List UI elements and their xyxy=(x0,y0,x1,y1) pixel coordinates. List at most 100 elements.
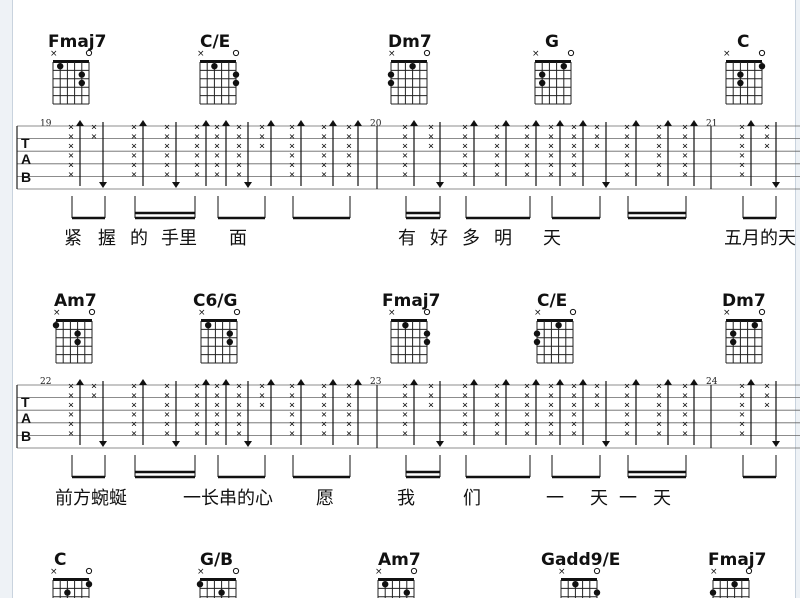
strum-x: × xyxy=(656,151,662,162)
strum-x: × xyxy=(462,391,468,402)
chord-nut xyxy=(200,60,236,63)
chord-diagram-c6-g: × xyxy=(198,308,241,364)
measure-number: 21 xyxy=(706,119,717,129)
strum-x: × xyxy=(402,141,408,152)
chord-finger-dot xyxy=(423,338,431,346)
strum-x: × xyxy=(68,381,74,392)
chord-string-marker: × xyxy=(723,308,731,318)
left-margin-bar xyxy=(0,0,13,598)
strum-x: × xyxy=(462,410,468,421)
strum-x: × xyxy=(236,122,242,133)
chord-name: Gadd9/E xyxy=(541,550,620,570)
chord-nut xyxy=(53,578,89,581)
strum-x: × xyxy=(624,391,630,402)
strum-x: × xyxy=(164,381,170,392)
strum-x: × xyxy=(214,410,220,421)
strum-x: × xyxy=(194,122,200,133)
strum-x: × xyxy=(656,170,662,181)
strum-x: × xyxy=(548,160,554,171)
strum-x: × xyxy=(68,429,74,440)
strum-x: × xyxy=(346,410,352,421)
strum-x: × xyxy=(624,151,630,162)
strum-x: × xyxy=(68,391,74,402)
strum-x: × xyxy=(764,391,770,402)
chord-finger-dot xyxy=(533,338,541,346)
chord-finger-dot xyxy=(218,589,225,596)
chord-open-marker xyxy=(569,308,577,316)
strum-x: × xyxy=(656,160,662,171)
strum-x: × xyxy=(131,151,137,162)
strum-x: × xyxy=(571,141,577,152)
chord-open-marker xyxy=(423,49,431,57)
strum-x: × xyxy=(214,429,220,440)
strum-x: × xyxy=(656,400,662,411)
strum-x: × xyxy=(462,170,468,181)
right-margin-bar xyxy=(795,0,800,598)
chord-diagram-c: × xyxy=(50,567,93,598)
strum-x: × xyxy=(131,400,137,411)
strum-arrowhead xyxy=(410,379,418,385)
chord-diagram-dm7: × xyxy=(387,49,431,105)
strum-x: × xyxy=(462,151,468,162)
chord-diagram-fmaj7: × xyxy=(50,49,93,105)
strum-x: × xyxy=(321,381,327,392)
strum-x: × xyxy=(624,400,630,411)
chord-finger-dot xyxy=(57,62,64,70)
measure-number: 20 xyxy=(370,119,382,129)
chord-nut xyxy=(391,319,427,322)
lyric-word: 前方蜿蜒 xyxy=(55,488,127,509)
strum-x: × xyxy=(624,160,630,171)
strum-x: × xyxy=(259,400,265,411)
strum-x: × xyxy=(428,391,434,402)
chord-string-marker: × xyxy=(534,308,542,318)
strum-arrowhead xyxy=(747,379,755,385)
lyric-word: 天 xyxy=(653,488,671,509)
chord-finger-dot xyxy=(403,589,410,596)
chord-finger-dot xyxy=(539,71,546,78)
chord-nut xyxy=(713,578,749,581)
strum-arrowhead xyxy=(76,379,84,385)
chord-name: C xyxy=(737,32,749,52)
lyric-word: 的 xyxy=(130,228,148,249)
chord-open-marker xyxy=(233,308,241,316)
strum-x: × xyxy=(402,381,408,392)
strum-x: × xyxy=(548,419,554,430)
chord-string-marker: × xyxy=(198,308,206,318)
strum-x: × xyxy=(494,429,500,440)
lyric-word: 一长串的心 xyxy=(183,488,273,509)
strum-x: × xyxy=(236,419,242,430)
strum-arrowhead xyxy=(632,379,640,385)
chord-finger-dot xyxy=(533,330,541,337)
strum-x: × xyxy=(594,141,600,152)
strum-x: × xyxy=(91,381,97,392)
strum-x: × xyxy=(194,132,200,143)
chord-open-marker xyxy=(410,567,418,575)
strum-x: × xyxy=(656,391,662,402)
strum-x: × xyxy=(402,391,408,402)
strum-x: × xyxy=(194,170,200,181)
strum-x: × xyxy=(164,391,170,402)
strum-x: × xyxy=(571,429,577,440)
strum-x: × xyxy=(289,151,295,162)
strum-x: × xyxy=(764,132,770,143)
strum-x: × xyxy=(236,429,242,440)
strum-x: × xyxy=(624,141,630,152)
strum-x: × xyxy=(321,141,327,152)
strum-x: × xyxy=(594,391,600,402)
strum-arrowhead xyxy=(354,120,362,126)
tab-clef-a: A xyxy=(21,410,31,426)
chord-string-marker: × xyxy=(197,567,205,577)
chord-name: G xyxy=(545,32,559,52)
strum-x: × xyxy=(214,151,220,162)
strum-x: × xyxy=(289,141,295,152)
lyric-word: 有 xyxy=(398,228,416,249)
strum-x: × xyxy=(131,141,137,152)
chord-name: C xyxy=(54,550,66,570)
chord-string-marker: × xyxy=(388,308,396,318)
strum-arrowhead xyxy=(502,379,510,385)
lyric-word: 我 xyxy=(397,488,415,509)
strum-x: × xyxy=(289,122,295,133)
strum-x: × xyxy=(739,400,745,411)
chord-finger-dot xyxy=(572,581,579,588)
lyric-word: 天 xyxy=(543,228,561,249)
